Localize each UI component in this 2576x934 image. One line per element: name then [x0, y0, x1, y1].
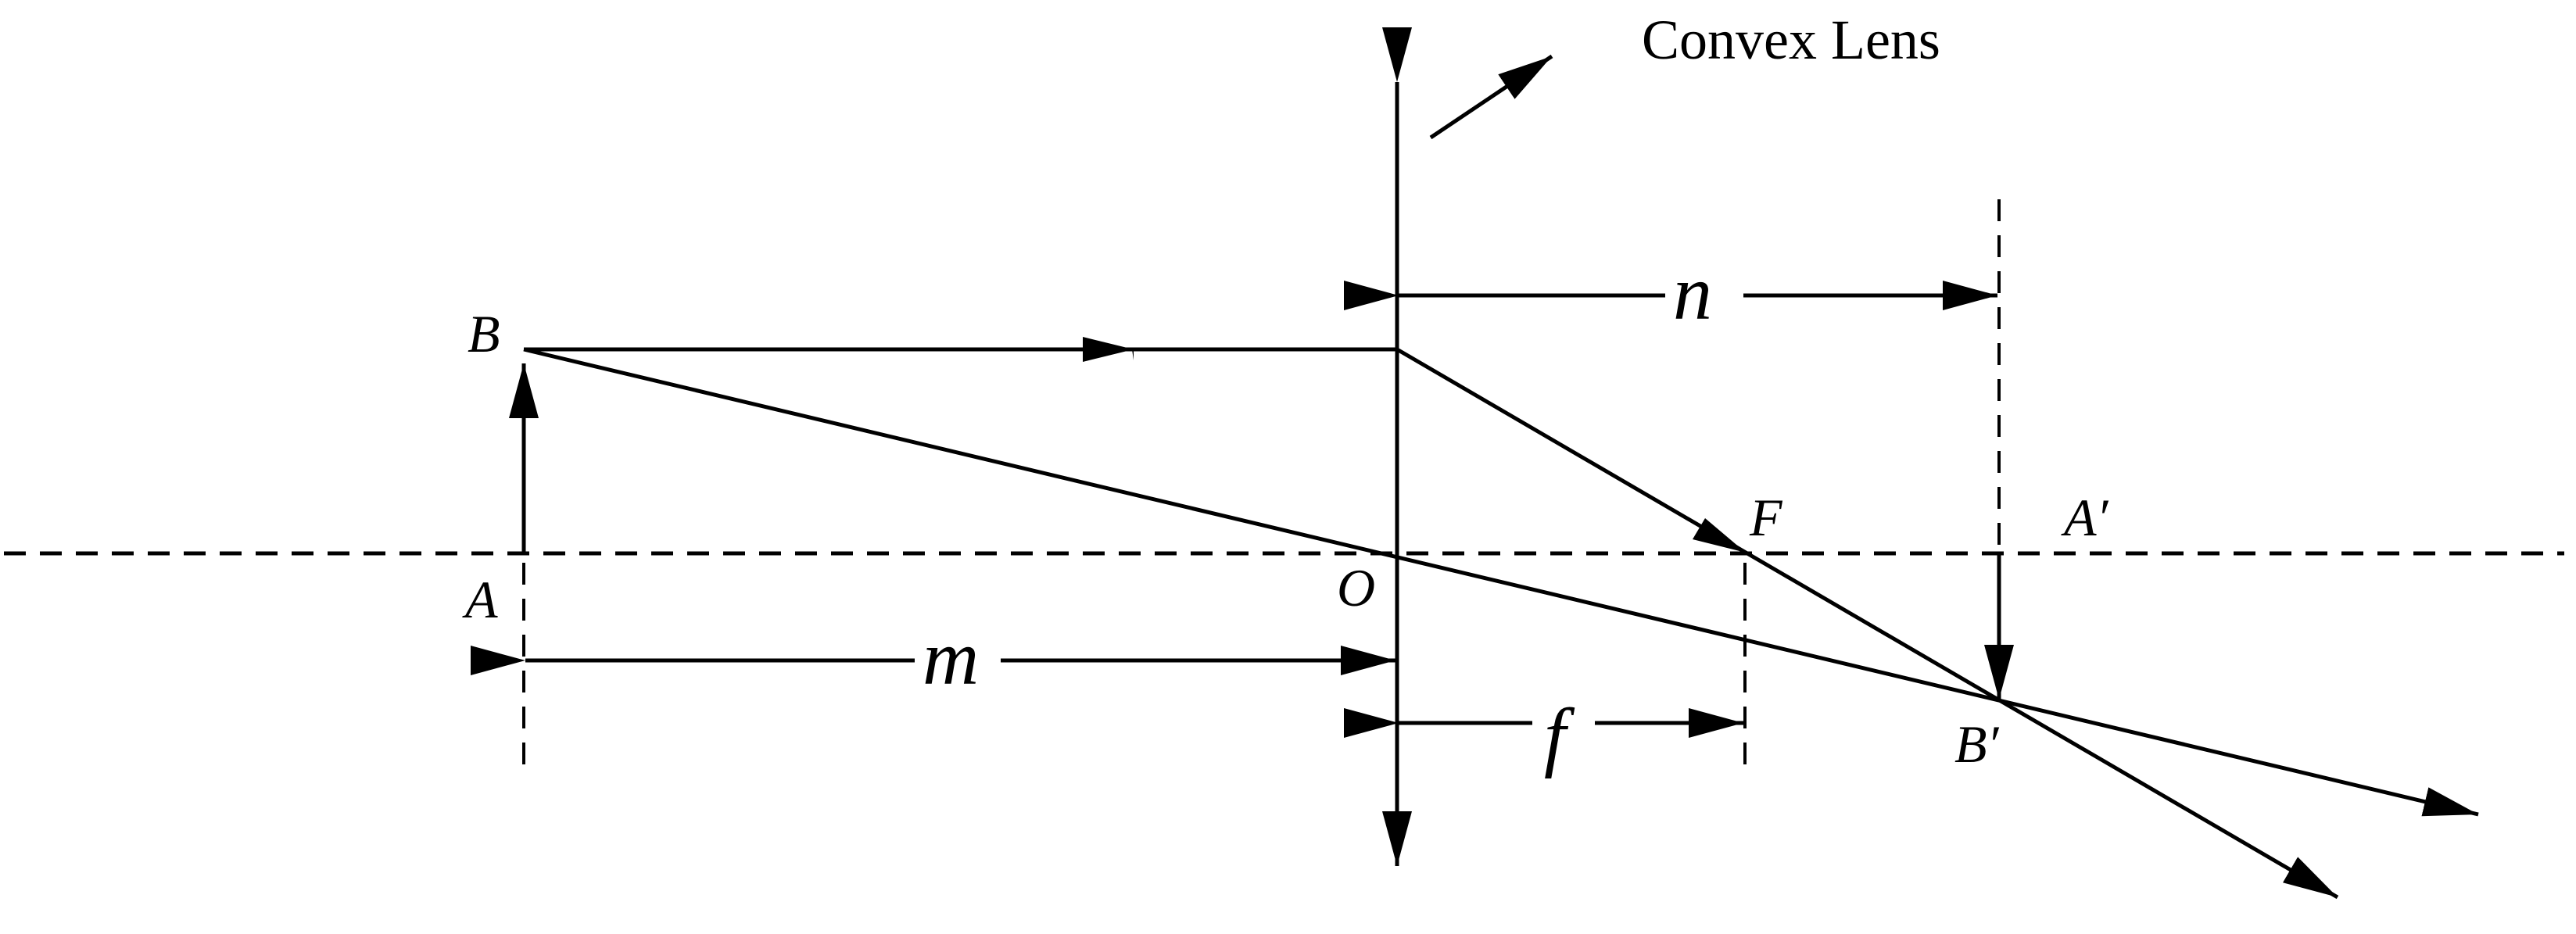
label-f-bg: [1532, 688, 1595, 758]
label-point-f: F: [1749, 488, 1783, 547]
central-ray: [523, 347, 2479, 817]
label-point-b: B: [468, 304, 500, 363]
label-n: n: [1673, 249, 1712, 336]
refracted-ray-arrowhead-at-f: [1693, 518, 1746, 553]
label-m-bg: [915, 625, 1001, 696]
lens-pointer-arrow: [1429, 54, 1553, 140]
label-m: m: [923, 614, 979, 701]
label-point-b-prime: B′: [1954, 714, 2000, 774]
refracted-ray: [1395, 347, 2339, 900]
label-point-o: O: [1337, 558, 1375, 617]
label-point-a-prime: A′: [2061, 488, 2109, 547]
label-point-a: A: [462, 570, 498, 629]
parallel-ray-direction-arrowhead: [1083, 337, 1134, 362]
label-n-bg: [1665, 258, 1743, 328]
diagram-title: Convex Lens: [1642, 9, 1940, 71]
